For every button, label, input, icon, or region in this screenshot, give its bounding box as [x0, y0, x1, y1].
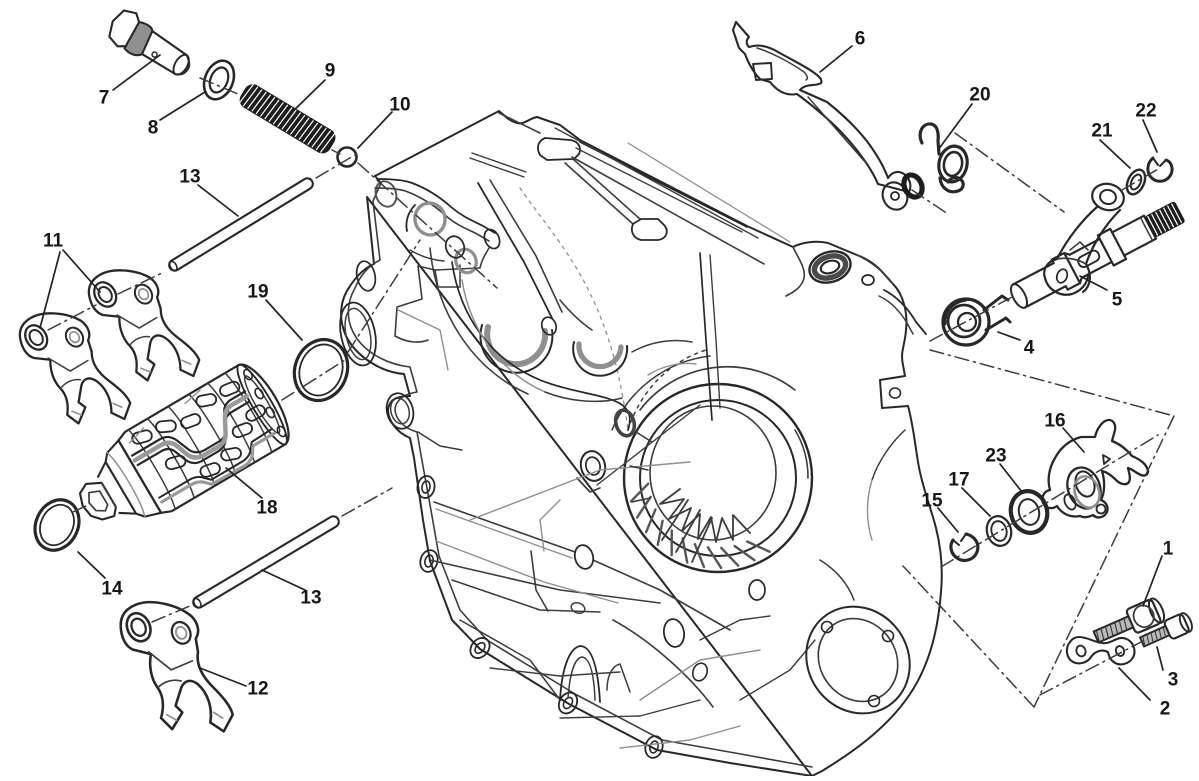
- svg-text:5: 5: [1112, 290, 1123, 311]
- svg-text:14: 14: [101, 579, 123, 600]
- svg-text:13: 13: [179, 167, 200, 188]
- svg-text:17: 17: [948, 470, 969, 491]
- svg-text:21: 21: [1091, 121, 1113, 142]
- svg-text:3: 3: [1168, 670, 1179, 691]
- svg-text:18: 18: [256, 498, 277, 519]
- svg-text:22: 22: [1135, 101, 1156, 122]
- svg-text:11: 11: [43, 231, 64, 252]
- svg-text:8: 8: [148, 118, 159, 139]
- svg-text:10: 10: [389, 95, 410, 116]
- svg-text:15: 15: [921, 491, 943, 512]
- svg-text:19: 19: [247, 282, 268, 303]
- svg-text:20: 20: [969, 85, 990, 106]
- svg-text:4: 4: [1024, 338, 1035, 359]
- svg-text:2: 2: [1160, 699, 1171, 720]
- svg-text:16: 16: [1044, 411, 1065, 432]
- svg-text:1: 1: [1163, 539, 1174, 560]
- svg-text:23: 23: [985, 446, 1006, 467]
- svg-text:6: 6: [855, 29, 866, 50]
- svg-text:12: 12: [247, 679, 268, 700]
- svg-text:7: 7: [99, 88, 110, 109]
- svg-text:13: 13: [300, 588, 321, 609]
- svg-text:9: 9: [325, 61, 336, 82]
